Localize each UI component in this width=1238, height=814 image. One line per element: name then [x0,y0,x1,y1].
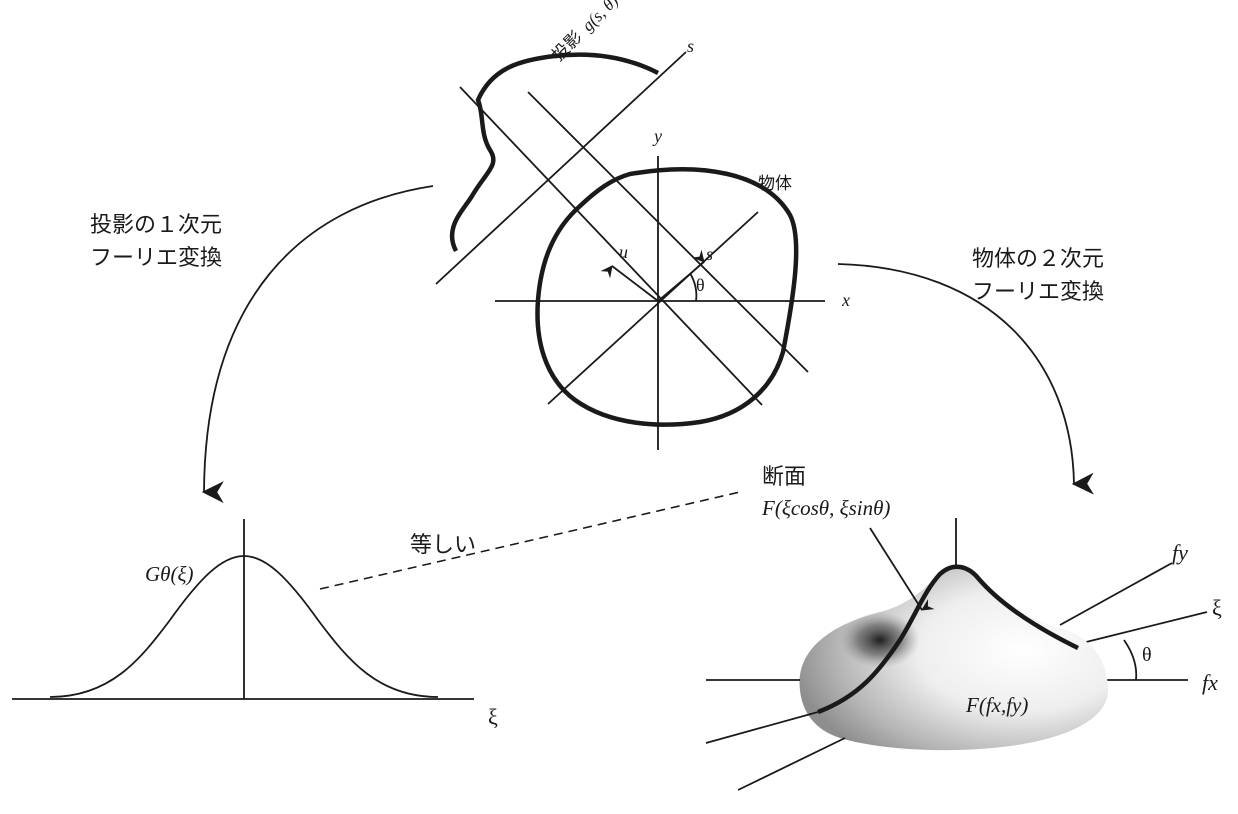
projection-profile [449,52,660,253]
surface-theta-label: θ [1142,644,1152,666]
g-theta-label: Gθ(ξ) [145,562,193,586]
projection-ray-2 [527,91,809,373]
fourier-surface [799,568,1108,751]
surface-shadow [840,612,920,668]
u-vector [600,265,659,302]
right-transform-arrow [837,263,1094,495]
right-transform-group: 物体の２次元 フーリエ変換 [837,247,1104,495]
object-outline [535,167,799,427]
fourier-surface-plot: 断面 F(ξcosθ, ξsinθ) fy ξ θ fx F(fx,fy) [705,465,1222,791]
left-transform-text-2: フーリエ変換 [90,246,222,271]
projection-label: 投影 [548,27,586,65]
s-axis-line [435,51,687,285]
s-axis-label: s [687,36,694,56]
s-direction-line [547,211,759,405]
fx-label: fx [1202,670,1218,695]
theta-label: θ [696,275,705,295]
section-function-label: F(ξcosθ, ξsinθ) [761,496,890,520]
projection-function-label: g(s, θ) [578,0,622,35]
surface-theta-arc [1123,639,1138,681]
left-transform-text-1: 投影の１次元 [90,213,222,238]
xi-slice-label: ξ [1212,595,1222,620]
s-vector [657,249,705,302]
front-fy-axis [737,737,846,791]
fy-label: fy [1172,540,1188,565]
fy-axis [1059,562,1173,626]
object-projection-group: 投影 g(s, θ) s y x u s θ 物体 [435,0,850,450]
left-transform-arrow [201,185,434,504]
slice-profile [817,564,1079,715]
s-vector-label: s [706,244,713,264]
y-axis-label: y [652,126,662,146]
surface-function-label: F(fx,fy) [965,693,1028,717]
xi-slice-axis [1073,611,1208,646]
section-pointer [869,527,935,611]
x-axis-label: x [841,290,850,310]
gaussian-curve [49,555,439,698]
projection-ray-1 [459,86,763,406]
equal-dashed-line [319,491,741,590]
theta-arc [689,272,698,302]
equal-label: 等しい [410,533,476,558]
u-vector-label: u [619,242,628,262]
object-label: 物体 [758,174,792,194]
right-transform-text-1: 物体の２次元 [972,247,1104,272]
left-transform-group: 投影の１次元 フーリエ変換 [90,185,434,504]
xi-axis-label: ξ [488,704,498,729]
right-transform-text-2: フーリエ変換 [972,280,1104,305]
front-xi-axis [705,711,819,744]
section-label: 断面 [762,465,806,490]
gaussian-plot: Gθ(ξ) ξ [12,519,498,729]
